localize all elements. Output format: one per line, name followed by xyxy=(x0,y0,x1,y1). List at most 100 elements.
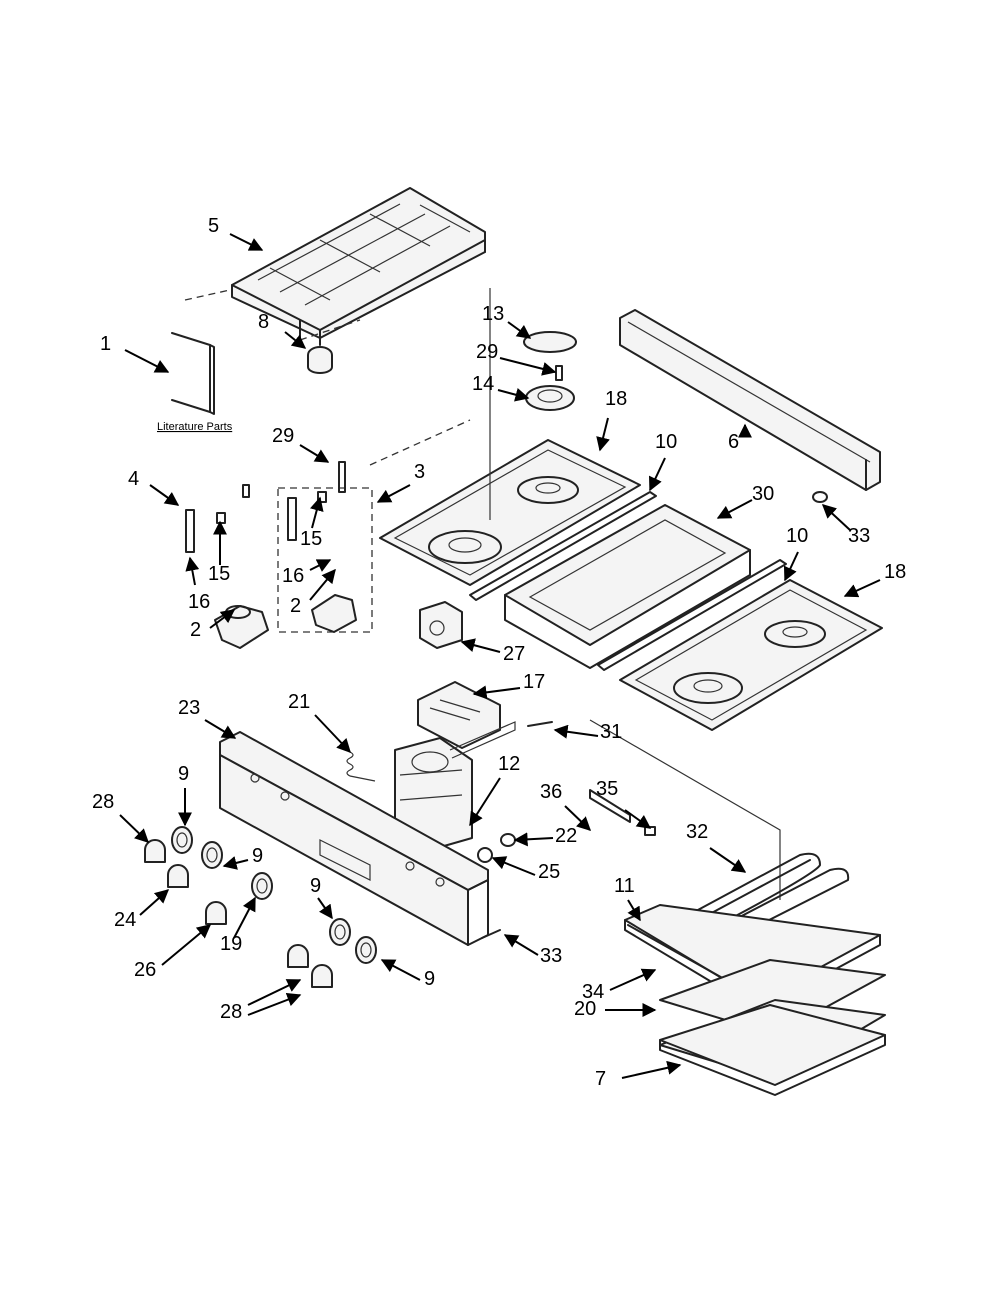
callout-arrow-c3 xyxy=(376,484,411,503)
bezel-part xyxy=(355,936,377,964)
callout-arrow-c10b xyxy=(783,551,799,582)
grate-part xyxy=(231,187,486,346)
base-plate-part xyxy=(659,1004,886,1096)
callout-label-c28b: 28 xyxy=(220,1001,242,1023)
callout-arrow-c31 xyxy=(553,724,599,739)
callout-arrow-c2a xyxy=(209,609,236,629)
callout-label-c9b: 9 xyxy=(252,845,263,867)
callout-label-c11: 11 xyxy=(614,875,635,897)
callout-arrow-c21 xyxy=(314,714,351,754)
knob-part xyxy=(205,901,227,925)
guide-line xyxy=(589,719,781,900)
callout-label-c21: 21 xyxy=(288,691,310,713)
callout-label-c24: 24 xyxy=(114,909,136,931)
knob-part xyxy=(287,944,309,968)
callout-arrow-c28b xyxy=(247,979,302,1006)
spacer-part xyxy=(477,847,493,863)
callout-arrow-c17 xyxy=(472,685,521,700)
callout-label-c14: 14 xyxy=(472,373,494,395)
literature-part xyxy=(171,332,215,415)
callout-arrow-c9d xyxy=(380,959,421,981)
callout-label-c34: 34 xyxy=(582,981,604,1003)
callout-arrow-c32 xyxy=(709,847,747,873)
callout-arrow-c4 xyxy=(149,484,180,506)
griddle-cover-part xyxy=(504,504,751,669)
callout-label-c27: 27 xyxy=(503,643,525,665)
callout-label-c16a: 16 xyxy=(188,591,210,613)
bezel-part xyxy=(171,826,193,854)
callout-arrow-c15b xyxy=(309,496,324,529)
callout-label-c33a: 33 xyxy=(848,525,870,547)
screw-part xyxy=(481,929,501,939)
bezel-part xyxy=(251,872,273,900)
callout-label-c10a: 10 xyxy=(655,431,677,453)
control-panel-part xyxy=(219,731,489,946)
callout-arrow-c13 xyxy=(507,321,532,339)
callout-label-c18a: 18 xyxy=(605,388,627,410)
knob-part xyxy=(167,864,189,888)
callout-arrow-c22 xyxy=(513,832,554,847)
screw-part xyxy=(242,484,250,498)
callout-arrow-c27 xyxy=(460,638,501,653)
callout-arrow-c5 xyxy=(229,233,264,251)
callout-arrow-c8 xyxy=(284,331,307,349)
callout-label-c9c: 9 xyxy=(310,875,321,897)
burner-tray-left-part xyxy=(379,439,641,586)
callout-label-c8: 8 xyxy=(258,311,269,333)
valve-group-boundary xyxy=(277,487,373,633)
backguard-part xyxy=(619,309,881,491)
callout-label-c6: 6 xyxy=(728,431,739,453)
callout-arrow-c30 xyxy=(716,499,753,519)
clip-part xyxy=(812,491,828,503)
callout-label-c12: 12 xyxy=(498,753,520,775)
callout-label-c36: 36 xyxy=(540,781,562,803)
callout-label-c4: 4 xyxy=(128,468,139,490)
callout-label-c31: 31 xyxy=(600,721,622,743)
rail-right-part xyxy=(597,559,787,671)
callout-arrow-c10a xyxy=(649,457,666,492)
rail-left-part xyxy=(469,491,657,601)
callout-arrow-c29b xyxy=(299,444,330,463)
callout-label-c19: 19 xyxy=(220,933,242,955)
bezel-part xyxy=(329,918,351,946)
callout-arrow-c1 xyxy=(124,349,170,373)
callout-label-c25: 25 xyxy=(538,861,560,883)
callout-label-c29a: 29 xyxy=(476,341,498,363)
callout-arrow-c23 xyxy=(204,719,237,739)
callout-arrow-c25 xyxy=(491,856,536,876)
callout-label-c30: 30 xyxy=(752,483,774,505)
callout-arrow-c18b xyxy=(843,579,881,598)
valve-set-right-part xyxy=(287,461,357,633)
callout-arrow-c35 xyxy=(624,809,652,829)
callout-arrow-c19 xyxy=(233,896,256,939)
callout-arrow-c18a xyxy=(596,417,610,452)
callout-arrow-c33a xyxy=(821,504,851,531)
callout-arrow-c28a xyxy=(119,814,150,843)
callout-label-c9a: 9 xyxy=(178,763,189,785)
callout-label-c1: 1 xyxy=(100,333,111,355)
callout-arrow-c34 xyxy=(609,968,657,991)
nut-part xyxy=(500,833,516,847)
callout-label-c33b: 33 xyxy=(540,945,562,967)
callout-label-c2b: 2 xyxy=(290,595,301,617)
callout-label-c13: 13 xyxy=(482,303,504,325)
spring-part xyxy=(346,751,376,782)
callout-arrow-c12 xyxy=(469,777,501,827)
callout-arrow-c16a xyxy=(185,556,200,586)
burner-tray-right-part xyxy=(619,579,883,731)
burner-base-part xyxy=(525,385,575,411)
callout-label-c5: 5 xyxy=(208,215,219,237)
callout-arrow-c26 xyxy=(161,924,212,966)
callout-arrow-c2b xyxy=(309,568,336,601)
callout-label-c26: 26 xyxy=(134,959,156,981)
callout-label-c29b: 29 xyxy=(272,425,294,447)
literature-parts-label: Literature Parts xyxy=(157,421,233,433)
callout-label-c18b: 18 xyxy=(884,561,906,583)
screw-part xyxy=(644,826,656,836)
igniter-module-part xyxy=(419,601,463,649)
callout-label-c7: 7 xyxy=(595,1068,606,1090)
callout-arrow-c7 xyxy=(621,1060,682,1079)
callout-label-c20: 20 xyxy=(574,998,596,1020)
callout-label-c35: 35 xyxy=(596,778,618,800)
callout-arrow-c24 xyxy=(139,889,170,916)
